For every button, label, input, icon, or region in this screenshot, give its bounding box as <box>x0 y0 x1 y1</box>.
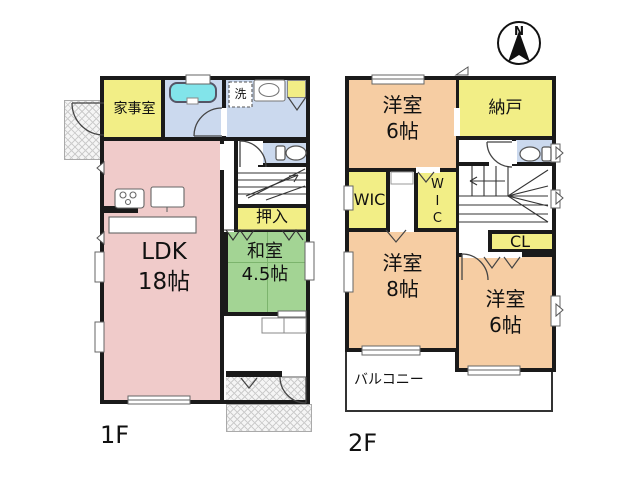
label-floor1: 1F <box>100 421 130 449</box>
tatami-line-v <box>267 232 268 312</box>
entrance-porch <box>226 404 312 432</box>
label-utility: 家事室 <box>113 101 156 117</box>
room-bedroom-mid <box>349 232 456 348</box>
label-floor2: 2F <box>348 429 378 457</box>
label-compass-north: N <box>513 24 525 38</box>
room-toilet-2f <box>512 140 552 166</box>
room-storeroom <box>459 80 552 140</box>
wall-stairs-1f <box>234 139 238 232</box>
room-utility <box>104 80 165 141</box>
room-ldk <box>104 141 224 400</box>
bathtub <box>169 82 217 103</box>
wall-kitchen-stub <box>104 206 138 213</box>
room-japanese <box>224 232 306 316</box>
label-oshiire: 押入 <box>255 207 288 226</box>
label-laundry: 洗 <box>234 87 247 101</box>
room-cl <box>488 230 552 253</box>
label-storeroom: 納戸 <box>488 98 523 118</box>
room-oshiire <box>238 204 306 232</box>
room-toilet-1f <box>258 139 306 167</box>
genkan <box>226 377 306 400</box>
label-cl: CL <box>509 232 531 251</box>
wall-genkan <box>226 371 282 377</box>
label-wic-main: WIC <box>353 190 386 209</box>
wall-hall-2f <box>459 162 489 166</box>
washroom-cabinet <box>287 80 306 98</box>
room-wic-main <box>349 172 390 232</box>
tatami-line-h <box>228 262 306 263</box>
room-bedroom-top <box>349 80 456 172</box>
label-wic-side: WIC <box>429 176 445 228</box>
label-balcony: バルコニー <box>354 372 424 388</box>
